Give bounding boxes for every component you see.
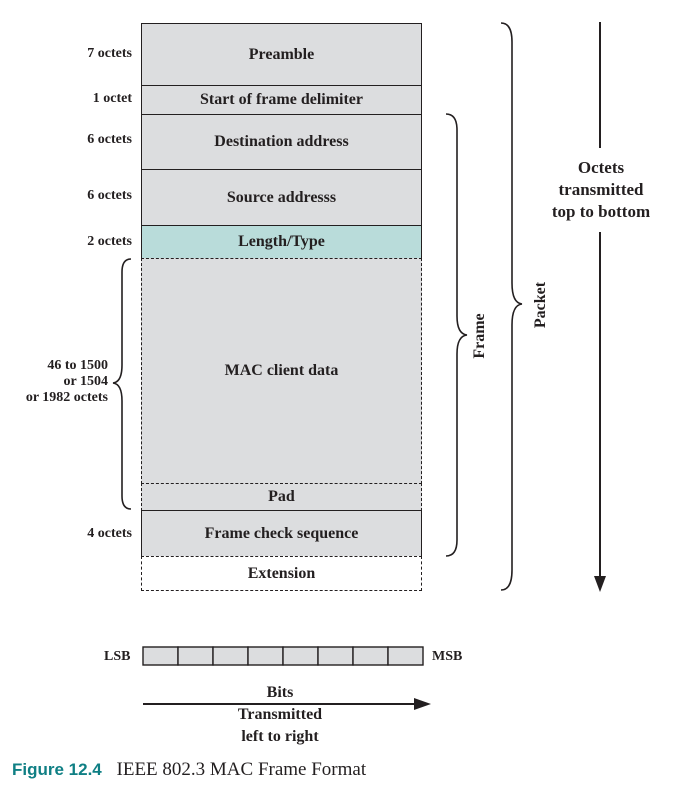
size-sfd: 1 octet: [92, 91, 132, 106]
figure-title: IEEE 802.3 MAC Frame Format: [116, 759, 367, 780]
size-fcs: 4 octets: [87, 526, 132, 541]
bit-cell: [177, 646, 214, 666]
size-destination: 6 octets: [87, 132, 132, 147]
field-preamble: Preamble: [141, 23, 422, 86]
bits-arrow-head: [414, 698, 431, 710]
field-fcs: Frame check sequence: [141, 510, 422, 557]
frame-brace: [445, 113, 468, 557]
bits-direction-label: Bits Transmitted left to right: [237, 684, 323, 745]
packet-brace: [500, 22, 523, 591]
size-length-type: 2 octets: [87, 234, 132, 249]
field-length-type: Length/Type: [141, 225, 422, 259]
bit-cell: [142, 646, 179, 666]
frame-label: Frame: [471, 313, 488, 359]
bit-cell: [387, 646, 424, 666]
field-pad: Pad: [141, 483, 422, 511]
field-mac-client-data: MAC client data: [141, 258, 422, 484]
lsb-label: LSB: [104, 649, 131, 664]
field-extension: Extension: [141, 556, 422, 591]
msb-label: MSB: [432, 649, 463, 664]
packet-label: Packet: [532, 281, 549, 329]
bit-cell: [352, 646, 389, 666]
bit-cell: [282, 646, 319, 666]
bit-cell: [247, 646, 284, 666]
size-preamble: 7 octets: [87, 46, 132, 61]
size-source: 6 octets: [87, 188, 132, 203]
data-size-brace: [112, 258, 132, 510]
octets-arrow-head: [594, 576, 606, 592]
octets-direction-label: Octets transmitted top to bottom: [551, 158, 651, 221]
field-source-address: Source addresss: [141, 169, 422, 226]
field-sfd: Start of frame delimiter: [141, 85, 422, 115]
figure-caption: Figure 12.4 IEEE 802.3 MAC Frame Format: [12, 759, 366, 781]
bit-cell: [212, 646, 249, 666]
bit-cell: [317, 646, 354, 666]
figure-number: Figure 12.4: [12, 760, 102, 779]
bit-row: [142, 646, 424, 666]
size-mac-client-data: 46 to 1500 or 1504 or 1982 octets: [25, 358, 108, 405]
